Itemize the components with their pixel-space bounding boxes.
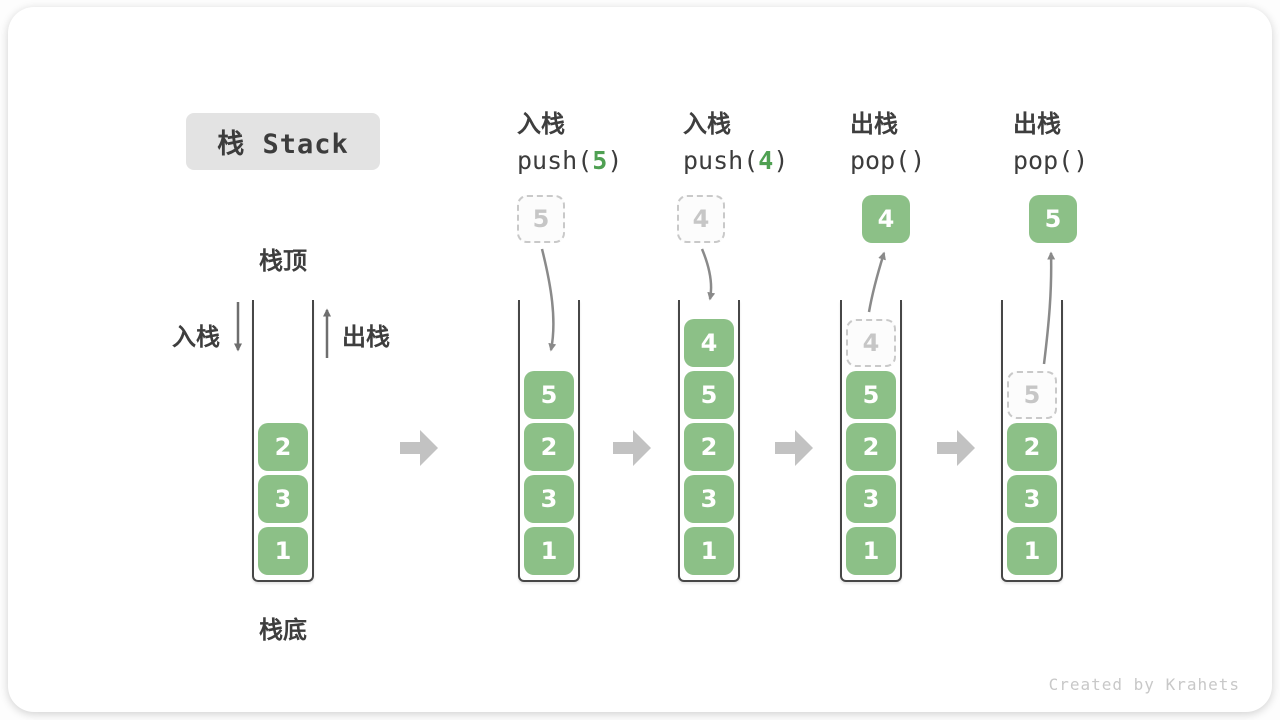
- stack-item: 5: [846, 371, 896, 419]
- removed-item-ghost: 5: [1007, 371, 1057, 419]
- stack-item: 2: [684, 423, 734, 471]
- op-label: 入栈: [517, 110, 565, 138]
- op-code: pop(): [1013, 146, 1089, 175]
- stack-item: 2: [1007, 423, 1057, 471]
- stack-item: 3: [258, 475, 308, 523]
- op-label: 入栈: [683, 110, 731, 138]
- incoming-item-ghost: 4: [677, 195, 725, 243]
- stack-item: 3: [1007, 475, 1057, 523]
- stack-item: 5: [524, 371, 574, 419]
- incoming-item-ghost: 5: [517, 195, 565, 243]
- stage-transition-arrow: [613, 430, 651, 466]
- stack-item: 3: [684, 475, 734, 523]
- stage-header-pop4: 出栈 pop(): [850, 104, 1020, 175]
- pop-side-label: 出栈: [342, 323, 390, 351]
- stack-item: 1: [258, 527, 308, 575]
- stack-item: 1: [846, 527, 896, 575]
- stage-header-pop5: 出栈 pop(): [1013, 104, 1183, 175]
- push-flow-arrow-4: [700, 248, 716, 301]
- stage-header-push5: 入栈 push(5): [517, 104, 687, 175]
- op-code: push(5): [517, 146, 623, 175]
- stack-item: 1: [524, 527, 574, 575]
- stage-header-push4: 入栈 push(4): [683, 104, 853, 175]
- stack-item: 1: [1007, 527, 1057, 575]
- stage-transition-arrow: [400, 430, 438, 466]
- stack-item: 1: [684, 527, 734, 575]
- stack-bottom-label: 栈底: [259, 616, 307, 644]
- diagram-title: 栈 Stack: [186, 113, 380, 170]
- op-code: push(4): [683, 146, 789, 175]
- stage-transition-arrow: [937, 430, 975, 466]
- op-label: 出栈: [1013, 110, 1061, 138]
- watermark: Created by Krahets: [1048, 675, 1240, 694]
- removed-item-ghost: 4: [846, 319, 896, 367]
- stack-item: 3: [846, 475, 896, 523]
- stage-transition-arrow: [775, 430, 813, 466]
- op-label: 出栈: [850, 110, 898, 138]
- push-side-label: 入栈: [172, 323, 220, 351]
- stack-item: 5: [684, 371, 734, 419]
- stack-top-label: 栈顶: [259, 247, 307, 275]
- stack-item: 4: [684, 319, 734, 367]
- op-code: pop(): [850, 146, 926, 175]
- stack-item: 2: [524, 423, 574, 471]
- stack-item: 3: [524, 475, 574, 523]
- popped-item: 4: [862, 195, 910, 243]
- stack-item: 2: [258, 423, 308, 471]
- stack-item: 2: [846, 423, 896, 471]
- popped-item: 5: [1029, 195, 1077, 243]
